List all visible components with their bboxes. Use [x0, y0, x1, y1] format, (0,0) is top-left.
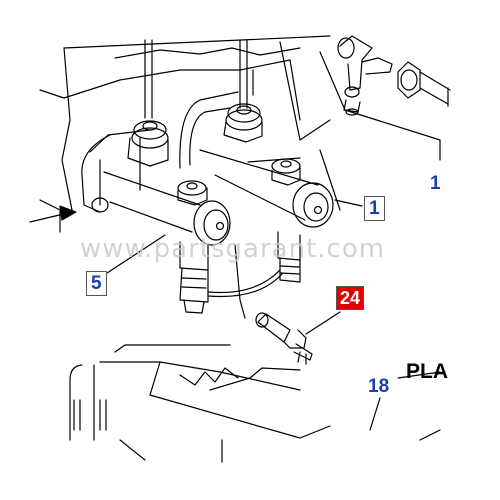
view-arrow-icon: [29, 205, 77, 223]
callout-5-box: 5: [86, 271, 107, 296]
callout-18: 18: [368, 376, 390, 397]
mounting-frame: [39, 35, 341, 233]
callout-24-badge: 24: [336, 286, 365, 310]
small-fittings: [177, 158, 301, 206]
vertical-pipes: [144, 39, 254, 119]
connector-wire: [207, 269, 283, 298]
pressure-switch: [255, 312, 313, 365]
elbow-fitting: [337, 35, 393, 116]
leader-lines: [103, 51, 441, 431]
right-top-fitting: [223, 103, 263, 143]
callout-1-edge: 1: [430, 173, 441, 194]
callout-1-box: 1: [364, 196, 385, 221]
hose-fitting: [397, 61, 451, 107]
watermark-text: www.partsgarant.com: [80, 234, 386, 264]
right-valve-body: [179, 91, 334, 228]
plate-note-text: PLA: [406, 360, 448, 383]
left-valve-body: [81, 129, 231, 246]
lower-connectors: [179, 231, 301, 314]
base-unit: [69, 344, 441, 463]
left-top-fitting: [127, 120, 169, 167]
